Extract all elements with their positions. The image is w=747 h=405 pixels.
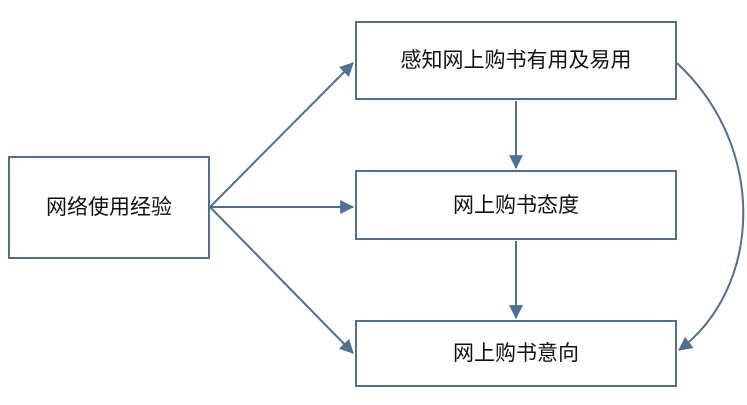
node-network-experience: 网络使用经验 — [8, 156, 210, 259]
arrow-experience-to-intention — [209, 206, 354, 354]
arrow-perceived-to-intention-curve — [676, 62, 745, 351]
node-perceived-usefulness-ease-label: 感知网上购书有用及易用 — [400, 48, 632, 72]
node-online-book-attitude-label: 网上购书态度 — [453, 192, 579, 217]
arrow-experience-to-perceived — [209, 62, 354, 208]
node-online-book-intention-label: 网上购书意向 — [453, 341, 579, 365]
node-network-experience-label: 网络使用经验 — [46, 195, 172, 219]
node-online-book-intention: 网上购书意向 — [355, 320, 677, 387]
node-online-book-attitude: 网上购书态度 — [355, 170, 677, 240]
node-perceived-usefulness-ease: 感知网上购书有用及易用 — [355, 21, 677, 100]
